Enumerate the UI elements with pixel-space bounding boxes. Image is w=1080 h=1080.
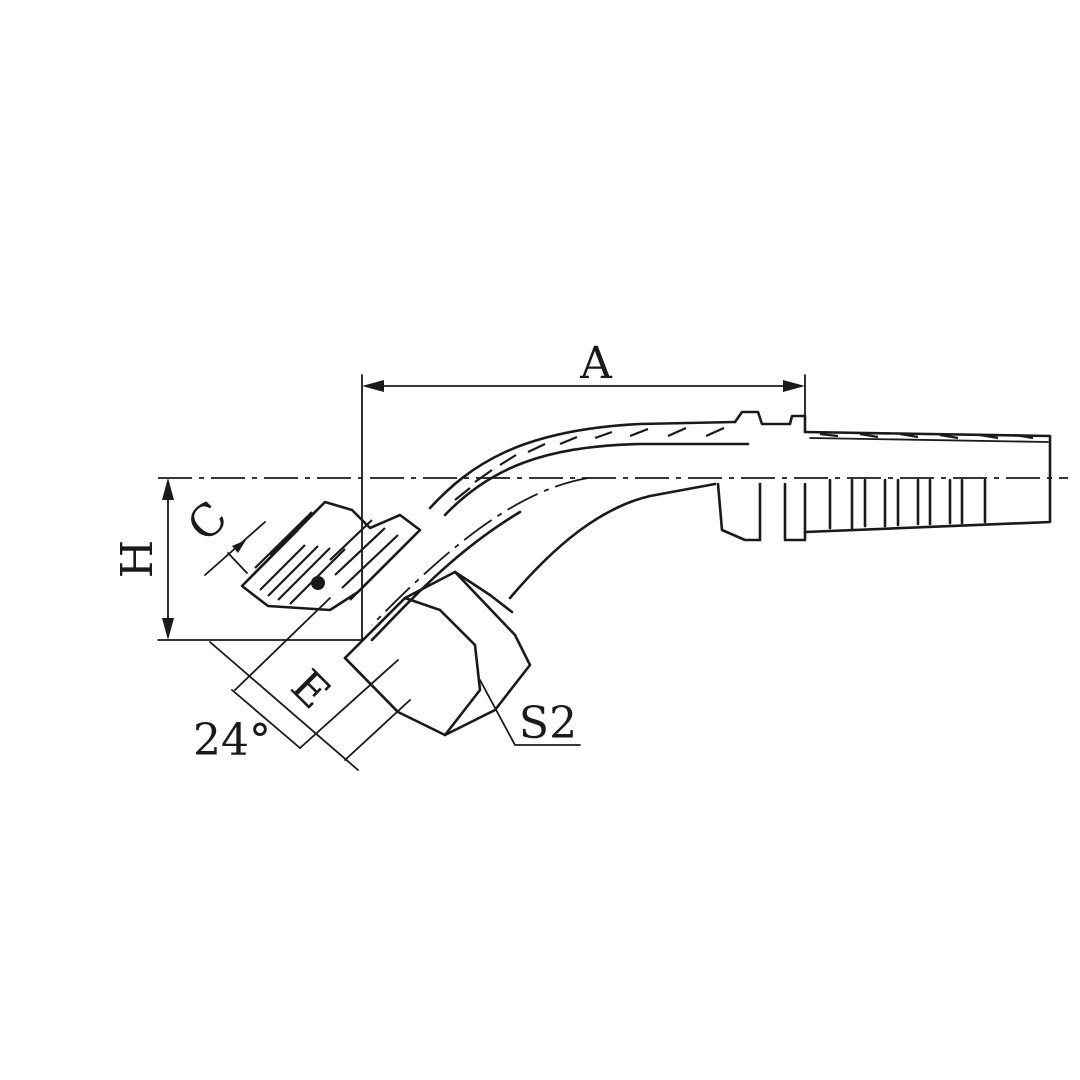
dimension-angle-label: 24° [193, 715, 271, 766]
dimension-c [204, 521, 266, 576]
tube-body [370, 420, 750, 642]
hex-nut [343, 570, 532, 737]
female-nut-section [240, 500, 422, 612]
dimension-a-label: A [579, 338, 613, 389]
centerline [158, 477, 1068, 626]
s2-leader [479, 679, 581, 746]
dimension-a [361, 374, 806, 641]
hose-tail [803, 430, 1052, 534]
dimension-c-label: C [178, 492, 238, 552]
dimension-s2-label: S2 [519, 698, 577, 749]
dimension-e [209, 597, 411, 771]
dimension-h [157, 478, 363, 641]
collar [716, 410, 807, 542]
dimension-h-label: H [112, 540, 163, 578]
